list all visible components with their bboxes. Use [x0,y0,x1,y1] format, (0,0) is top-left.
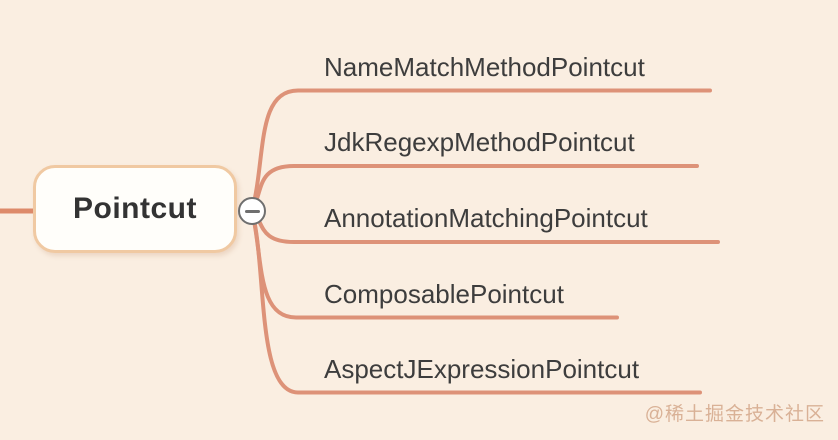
child-node-jdkregexpmethodpointcut[interactable]: JdkRegexpMethodPointcut [324,127,635,157]
root-node-label: Pointcut [73,192,197,225]
child-node-namematchmethodpointcut[interactable]: NameMatchMethodPointcut [324,52,645,82]
child-node-annotationmatchingpointcut[interactable]: AnnotationMatchingPointcut [324,203,648,233]
child-node-composablepointcut[interactable]: ComposablePointcut [324,279,564,309]
branch-line [250,88,712,213]
branch-line [250,209,702,395]
minus-icon [244,209,260,213]
collapse-button[interactable] [238,197,266,225]
watermark-text: @稀土掘金技术社区 [644,404,825,425]
root-node-pointcut[interactable]: Pointcut [33,165,237,253]
child-node-aspectjexpressionpointcut[interactable]: AspectJExpressionPointcut [324,354,640,384]
